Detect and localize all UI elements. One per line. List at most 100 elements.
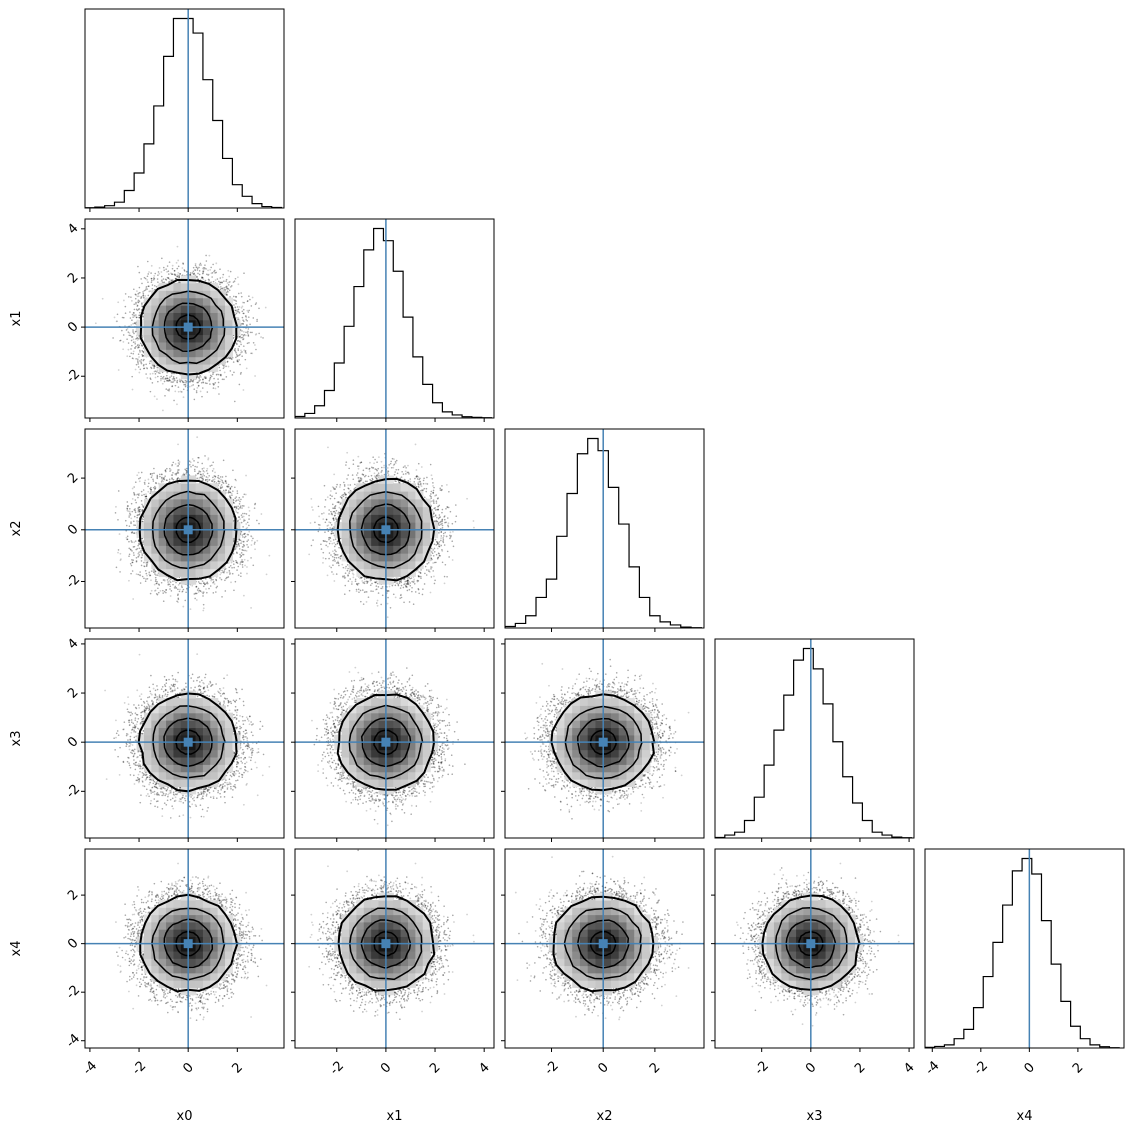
scatter-point bbox=[341, 563, 344, 566]
density-cell bbox=[378, 491, 387, 500]
scatter-point bbox=[240, 773, 243, 776]
scatter-point bbox=[416, 478, 419, 480]
scatter-point bbox=[342, 493, 345, 496]
scatter-point bbox=[400, 476, 403, 478]
scatter-point bbox=[184, 384, 187, 387]
scatter-point bbox=[137, 540, 140, 543]
density-cell bbox=[195, 483, 204, 492]
scatter-point bbox=[228, 566, 231, 569]
scatter-point bbox=[244, 564, 246, 567]
density-cell bbox=[188, 506, 197, 515]
scatter-point bbox=[133, 554, 135, 556]
scatter-point bbox=[115, 566, 118, 569]
scatter-point bbox=[195, 586, 198, 589]
scatter-point bbox=[441, 550, 444, 552]
scatter-point bbox=[200, 815, 203, 818]
density-cell bbox=[408, 506, 416, 515]
scatter-point bbox=[217, 482, 220, 485]
y-tick-label: 4 bbox=[65, 221, 81, 237]
scatter-point bbox=[136, 689, 139, 692]
density-cell bbox=[195, 514, 204, 523]
scatter-point bbox=[168, 378, 171, 381]
scatter-point bbox=[134, 712, 137, 714]
scatter-point bbox=[145, 708, 148, 710]
scatter-point bbox=[179, 390, 182, 393]
scatter-point bbox=[334, 488, 336, 490]
scatter-point bbox=[254, 548, 256, 551]
scatter-point bbox=[185, 270, 188, 273]
density-cell bbox=[378, 545, 387, 554]
scatter-point bbox=[126, 708, 129, 711]
density-cell bbox=[393, 553, 402, 562]
scatter-point bbox=[205, 787, 208, 789]
scatter-point bbox=[221, 378, 224, 381]
scatter-point bbox=[234, 478, 237, 481]
scatter-point bbox=[134, 297, 137, 300]
scatter-point bbox=[208, 587, 210, 590]
density-cell bbox=[363, 522, 372, 531]
scatter-point bbox=[246, 737, 249, 739]
scatter-point bbox=[369, 478, 371, 481]
density-cell bbox=[180, 576, 189, 585]
density-cell bbox=[371, 537, 380, 546]
scatter-point bbox=[167, 273, 170, 275]
scatter-point bbox=[397, 583, 400, 586]
scatter-point bbox=[149, 705, 152, 707]
scatter-point bbox=[394, 584, 397, 587]
scatter-point bbox=[173, 378, 176, 380]
scatter-point bbox=[209, 786, 212, 789]
scatter-point bbox=[367, 596, 370, 598]
scatter-point bbox=[152, 791, 154, 794]
scatter-point bbox=[212, 795, 215, 798]
scatter-point bbox=[449, 531, 452, 534]
density-cell bbox=[225, 304, 234, 313]
density-cell bbox=[349, 545, 358, 554]
scatter-point bbox=[339, 484, 342, 486]
scatter-point bbox=[358, 480, 361, 483]
density-cell bbox=[217, 506, 226, 515]
scatter-point bbox=[431, 509, 434, 511]
density-cell bbox=[173, 304, 182, 313]
scatter-point bbox=[192, 381, 194, 383]
density-cell bbox=[217, 498, 226, 508]
scatter-point bbox=[236, 310, 239, 313]
scatter-point bbox=[167, 584, 170, 586]
scatter-point bbox=[241, 301, 244, 304]
contour-1-sigma bbox=[163, 503, 214, 556]
scatter-point bbox=[146, 578, 149, 580]
scatter-point bbox=[220, 578, 223, 581]
scatter-point bbox=[144, 479, 147, 482]
scatter-point bbox=[140, 297, 142, 299]
scatter-point bbox=[449, 534, 451, 537]
scatter-point bbox=[138, 511, 141, 513]
scatter-point bbox=[138, 509, 141, 512]
scatter-point bbox=[239, 563, 242, 565]
scatter-point bbox=[144, 495, 147, 498]
scatter-point bbox=[435, 540, 438, 543]
scatter-point bbox=[354, 578, 357, 581]
scatter-point bbox=[152, 703, 155, 706]
scatter-point bbox=[441, 511, 443, 514]
scatter-point bbox=[377, 586, 380, 588]
scatter-point bbox=[168, 686, 171, 688]
scatter-point bbox=[132, 350, 135, 353]
scatter-point bbox=[167, 581, 169, 583]
scatter-point bbox=[234, 309, 237, 312]
scatter-point bbox=[157, 583, 160, 586]
scatter-point bbox=[245, 331, 247, 334]
scatter-point bbox=[234, 709, 237, 712]
scatter-point bbox=[175, 581, 177, 584]
scatter-point bbox=[166, 695, 168, 698]
scatter-point bbox=[156, 787, 159, 790]
scatter-point bbox=[154, 781, 157, 784]
scatter-point bbox=[309, 522, 312, 524]
scatter-point bbox=[178, 800, 181, 803]
density-cell bbox=[158, 349, 167, 358]
scatter-point bbox=[232, 469, 234, 472]
scatter-point bbox=[202, 378, 204, 381]
scatter-point bbox=[406, 586, 408, 588]
density-cell bbox=[356, 553, 365, 562]
scatter-point bbox=[366, 480, 368, 483]
scatter-point bbox=[133, 729, 135, 732]
scatter-point bbox=[202, 609, 205, 612]
